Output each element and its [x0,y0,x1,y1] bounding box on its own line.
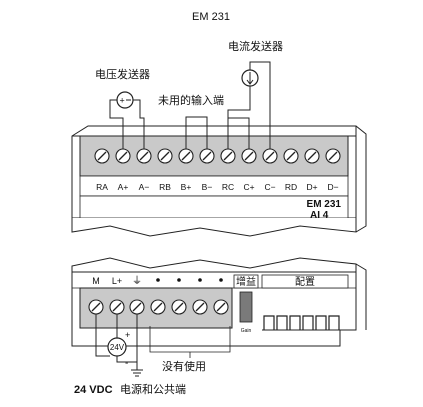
footer-label-description: 电源和公共端 [120,382,186,396]
footer-label-voltage: 24 VDC [74,384,113,396]
gain-small-label: Gain [241,328,252,334]
voltage-transmitter-icon: + [116,91,134,109]
screw-terminal-icon [213,299,229,315]
terminal-label-b-minus: B− [202,182,213,192]
supply-wire-to-ground [116,314,138,363]
not-used-label: 没有使用 [162,359,206,373]
power-label-m: M [92,276,100,286]
terminal-label-rb: RB [159,182,171,192]
config-dip-switches [262,315,342,331]
ground-icon [131,362,143,377]
screw-terminal-icon [262,148,278,164]
screw-terminal-icon [304,148,320,164]
screw-terminal-icon [150,299,166,315]
terminal-label-c-plus: C+ [243,182,254,192]
gain-label: 增益 [236,275,256,288]
screw-terminal-icon [220,148,236,164]
supply-voltage-label: 24V [110,343,125,352]
screw-terminal-icon [157,148,173,164]
svg-text:+: + [120,96,125,106]
supply-plus-sign: + [125,330,130,340]
screw-terminal-icon [178,148,194,164]
screw-terminal-icon [136,148,152,164]
supply-wire-minus [95,314,110,357]
gain-label-box [233,274,259,289]
voltage-wire-left [109,99,124,149]
current-wire-bottom [227,86,251,149]
current-jumper [228,117,250,149]
lower-screw-terminals [88,299,229,315]
terminal-label-d-plus: D+ [306,182,317,192]
terminal-label-d-minus: D− [327,182,338,192]
screw-terminal-icon [171,299,187,315]
terminal-label-a-minus: A− [139,182,150,192]
unused-input-label: 未用的输入端 [158,93,224,107]
terminal-label-rd: RD [285,182,297,192]
screw-terminal-icon [283,148,299,164]
gain-switch [239,291,253,323]
power-label-l-plus: L+ [112,276,122,286]
screw-terminal-icon [109,299,125,315]
supply-minus-sign: - [125,358,128,369]
config-label: 配置 [295,276,315,288]
voltage-wire-right [133,99,145,149]
screw-terminal-icon [325,148,341,164]
terminal-label-rc: RC [222,182,234,192]
current-wire-top [249,61,271,149]
terminal-label-b-plus: B+ [181,182,192,192]
voltage-transmitter-label: 电压发送器 [95,67,150,81]
power-label-ground: ⏚ [132,275,142,287]
screw-terminal-icon [115,148,131,164]
upper-screw-terminals [94,148,341,164]
terminal-label-ra: RA [96,182,108,192]
diagram-title: EM 231 [192,11,230,23]
terminal-label-c-minus: C− [264,182,275,192]
terminal-labels: RA A+ A− RB B+ B− RC C+ C− RD D+ D− [96,182,338,192]
module-name-line2: AI 4 [310,210,329,221]
screw-terminal-icon [192,299,208,315]
config-label-box [261,274,349,289]
unused-input-jumper [185,116,208,149]
terminal-label-a-plus: A+ [118,182,129,192]
module-name-line1: EM 231 [307,199,342,210]
screw-terminal-icon [94,148,110,164]
screw-terminal-icon [241,148,257,164]
screw-terminal-icon [88,299,104,315]
screw-terminal-icon [129,299,145,315]
screw-terminal-icon [199,148,215,164]
current-transmitter-icon [241,69,259,87]
current-transmitter-label: 电流发送器 [228,39,283,53]
unused-terminal-dots [156,278,223,282]
